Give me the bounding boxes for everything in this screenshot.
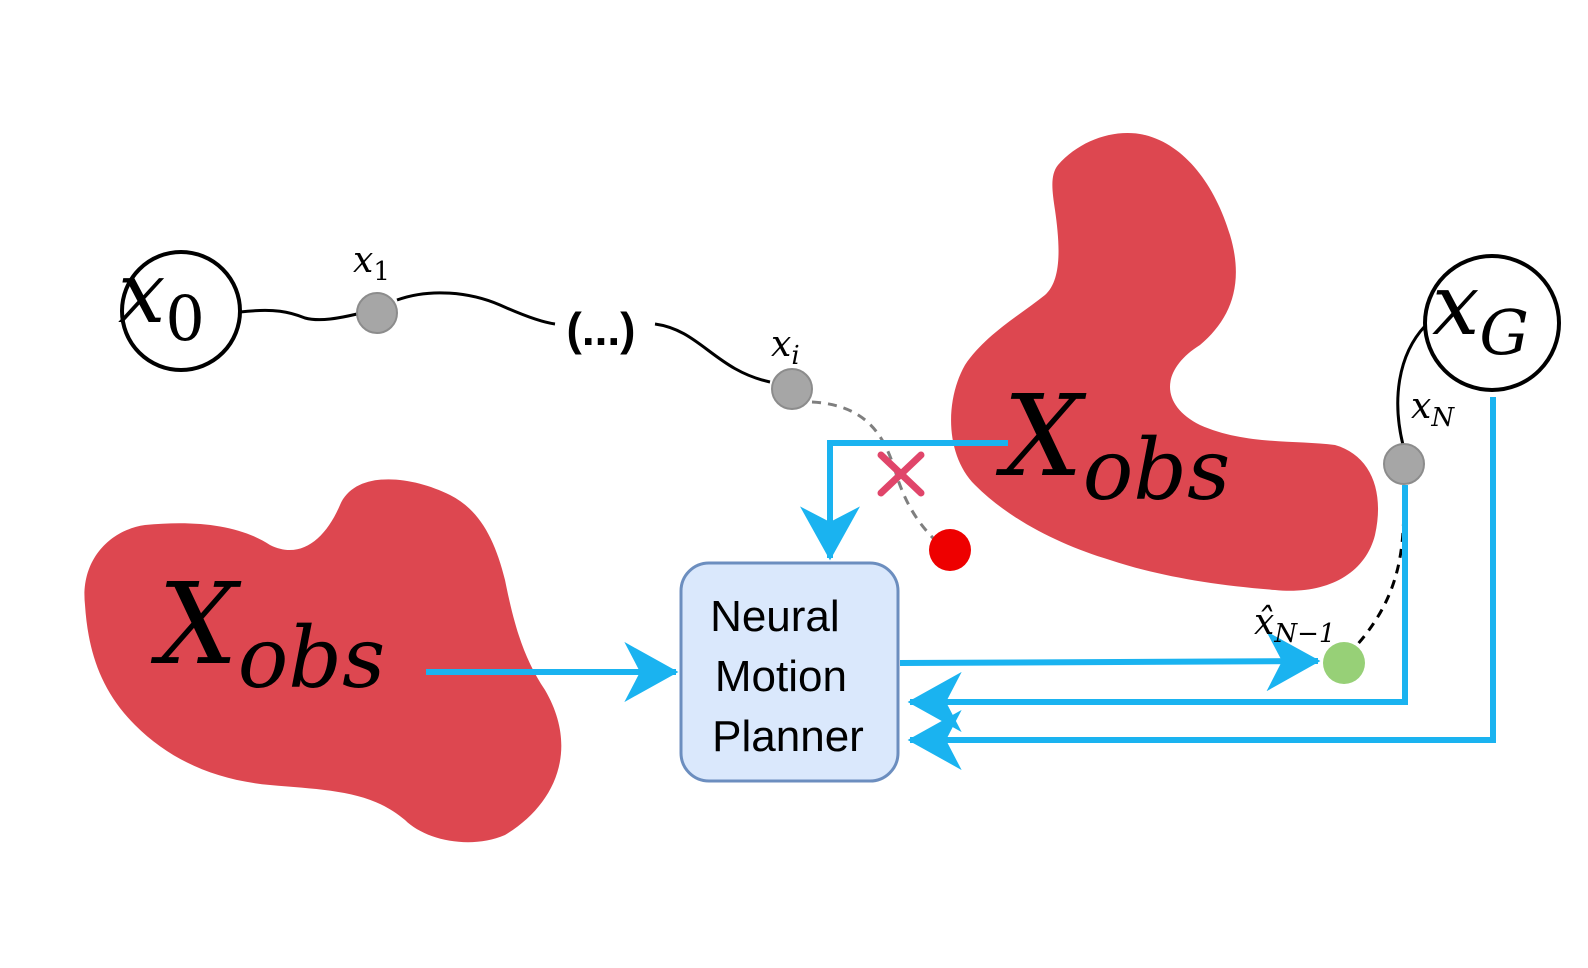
path-start-to-x1 <box>239 308 358 322</box>
waypoint-xi-label: xi <box>771 324 800 371</box>
path-ellipsis: (...) <box>567 303 636 355</box>
waypoint-x1-label: x1 <box>353 240 390 287</box>
waypoint-xi-sub: i <box>791 341 799 371</box>
goal-node-sub: G <box>1479 296 1529 369</box>
path-ellipsis-to-xi <box>654 322 771 384</box>
goal-node-label: xG <box>1432 256 1529 369</box>
start-node <box>120 250 242 372</box>
planner-label: Neural Motion Planner <box>710 592 864 761</box>
predicted-waypoint-label: x̂N−1 <box>1254 602 1335 649</box>
arrow-planner-to-predicted <box>899 631 1321 692</box>
obstacle-label-left-sub: obs <box>238 609 385 707</box>
obstacle-blob-right <box>951 133 1379 591</box>
obstacle-label-left-base: X <box>150 560 242 690</box>
waypoint-xi-base: x <box>771 324 791 365</box>
start-node-label: x0 <box>118 244 205 355</box>
neural-motion-planner-box <box>679 561 900 783</box>
obstacle-label-right-base: X <box>995 372 1087 502</box>
arrow-goal-to-planner <box>907 397 1496 770</box>
predicted-waypoint-base: x̂ <box>1254 602 1274 643</box>
predicted-waypoint <box>1323 642 1365 684</box>
path-x1-to-ellipsis <box>396 291 556 326</box>
waypoint-x1-base: x <box>353 240 373 281</box>
planner-label-line-1: Neural <box>710 592 840 641</box>
waypoint-x1-sub: 1 <box>373 257 390 287</box>
arrow-xN-to-planner <box>907 485 1408 732</box>
start-node-base: x <box>118 244 165 342</box>
start-node-sub: 0 <box>165 282 204 355</box>
waypoint-xN-label: xN <box>1411 386 1455 433</box>
collision-x-icon <box>877 451 925 497</box>
arrow-obstacle-to-planner-top <box>800 440 1008 561</box>
collision-point <box>929 529 971 571</box>
obstacle-blob-left <box>84 479 562 843</box>
obstacle-label-left: Xobs <box>150 560 385 707</box>
planner-label-line-2: Motion <box>715 652 847 701</box>
goal-node <box>1423 254 1561 392</box>
waypoint-xN-base: x <box>1411 386 1431 427</box>
waypoint-xN-sub: N <box>1430 403 1455 433</box>
waypoint-xi <box>771 368 813 410</box>
waypoint-x1 <box>356 292 398 334</box>
path-goal-to-xN <box>1396 324 1427 446</box>
goal-node-base: x <box>1432 256 1479 354</box>
predicted-waypoint-sub: N−1 <box>1273 619 1335 649</box>
planner-label-line-3: Planner <box>712 712 864 761</box>
obstacle-label-right: Xobs <box>995 372 1230 519</box>
waypoint-xN <box>1383 443 1425 485</box>
obstacle-label-right-sub: obs <box>1083 421 1230 519</box>
